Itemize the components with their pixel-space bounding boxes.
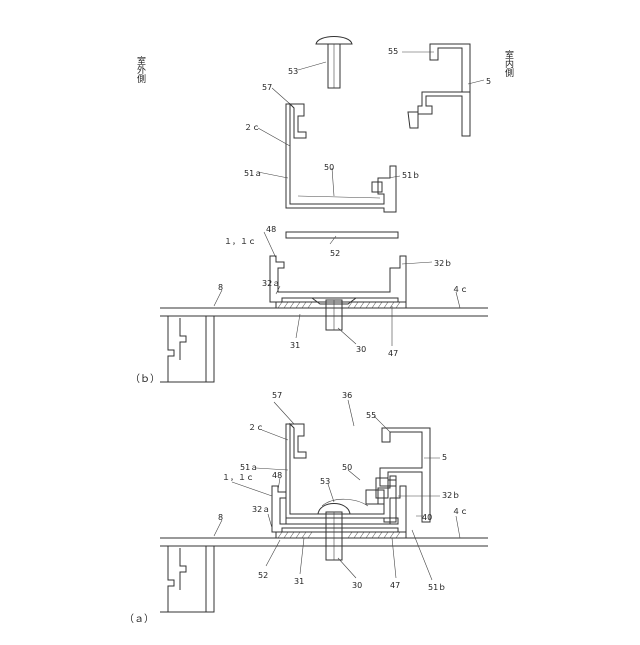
label-55-b: 55 [388,47,398,56]
label-51a-b: 51ａ [244,169,262,178]
caption-fig-a: （ａ） [124,613,154,625]
cover-2c-b-inner [298,196,380,198]
label-31-a: 31 [294,577,304,586]
label-30-a: 30 [352,581,362,590]
label-2c-b: ２ｃ [244,123,260,132]
label-52-b: 52 [330,249,340,258]
label-48-b: 48 [266,225,276,234]
label-52-a: 52 [258,571,268,580]
label-11c-b: １，１ｃ [224,237,256,246]
base-member-1c-b [270,256,406,302]
label-32b-a: 32ｂ [442,491,460,500]
label-50-a: 50 [342,463,352,472]
figure-a: 57 36 ２ｃ 55 51ａ １，１ｃ 53 50 48 5 8 32ｂ 32… [160,391,488,612]
label-51b-a: 51ｂ [428,583,446,592]
label-57-b: 57 [262,83,272,92]
caption-indoor: 室内側 [503,49,514,77]
label-2c-a: ２ｃ [248,423,264,432]
label-8-a: 8 [218,513,223,522]
label-4c-b: ４ｃ [452,285,468,294]
frame-5-b-hook [408,112,418,128]
cover-2c-b [286,104,396,212]
label-48-a: 48 [272,471,282,480]
label-36-a: 36 [342,391,352,400]
label-5-a: 5 [442,453,447,462]
label-47-a: 47 [390,581,400,590]
cover-2c-a-arc [322,499,368,506]
plate-52-b [286,232,398,238]
frame-5-a [380,428,430,522]
label-32a-b: 32ａ [262,279,280,288]
label-50-b: 50 [324,163,334,172]
screw-53-b [316,37,352,89]
wall-frame-8-a [160,538,488,612]
label-40-a: 40 [422,513,432,522]
label-32a-a: 32ａ [252,505,270,514]
figure-b: 53 57 ２ｃ 51ａ 50 51ｂ 55 5 48 １，１ｃ 52 32ａ … [160,37,491,383]
pad-31-47-a [276,532,406,538]
caption-outdoor: 室外側 [135,55,146,83]
label-51b-b: 51ｂ [402,171,420,180]
label-11c-a: １，１ｃ [222,473,254,482]
label-51a-a: 51ａ [240,463,258,472]
label-53-b: 53 [288,67,298,76]
wall-frame-8-b [160,308,488,382]
label-57-a: 57 [272,391,282,400]
label-31-b: 31 [290,341,300,350]
label-55-a: 55 [366,411,376,420]
cover-2c-b-hook [372,182,382,192]
caption-fig-b: （ｂ） [130,373,160,385]
label-8-b: 8 [218,283,223,292]
label-53-a: 53 [320,477,330,486]
label-32b-b: 32ｂ [434,259,452,268]
label-30-b: 30 [356,345,366,354]
label-5-b: 5 [486,77,491,86]
label-47-b: 47 [388,349,398,358]
pad-31-47-b [276,302,406,308]
frame-5-b [418,44,470,136]
cover-2c-a-hook [366,490,384,504]
label-4c-a: ４ｃ [452,507,468,516]
base-member-1c-a [272,486,406,532]
